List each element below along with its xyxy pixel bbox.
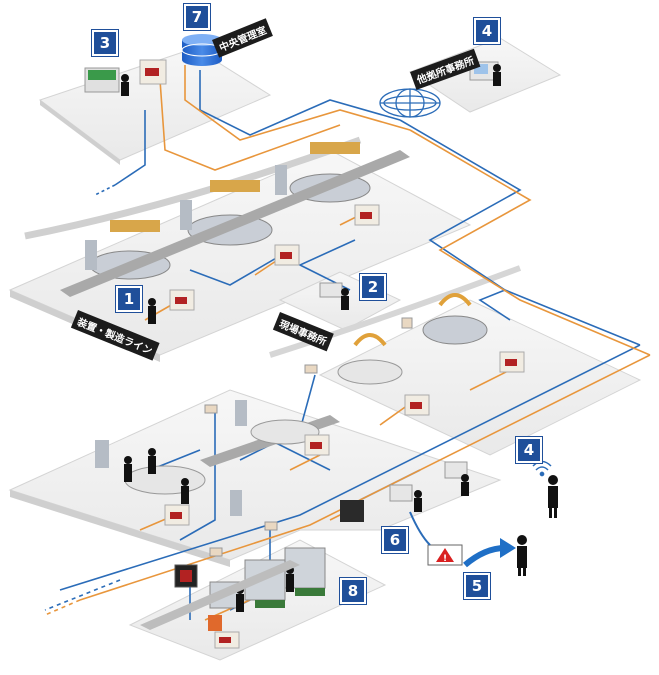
badge-other-office: 4 (474, 18, 500, 44)
lower-office-desks (389, 461, 469, 512)
badge-alert-notification: 5 (464, 573, 490, 599)
bottom-floor-equipment (140, 521, 326, 649)
alert-source-line (409, 511, 431, 546)
mobile-worker-4 (548, 475, 558, 518)
control-room-floor-edge (40, 100, 120, 165)
badge-central-room: 7 (184, 4, 210, 30)
upper-wall-curve (24, 136, 362, 240)
site-office-desk (319, 282, 349, 310)
wifi-icon (532, 460, 552, 477)
globe-icon (379, 88, 441, 118)
badge-assembly-line: 1 (116, 286, 142, 312)
lower-line-floor-edge (10, 490, 230, 567)
badge-control-room: 3 (92, 30, 118, 56)
middle-line-floor (318, 299, 642, 456)
badge-alert-source: 6 (382, 527, 408, 553)
badge-mobile-worker: 4 (516, 437, 542, 463)
arrow-right-icon (463, 545, 506, 568)
middle-line-equipment (337, 293, 525, 416)
upper-line-equipment (60, 142, 410, 297)
badge-bottom-floor: 8 (340, 578, 366, 604)
central-database (181, 34, 223, 66)
control-room-server (139, 59, 167, 85)
badge-site-office: 2 (360, 274, 386, 300)
warning-icon: ! (427, 544, 463, 566)
lower-line-equipment (95, 364, 364, 526)
upper-line-devices (148, 204, 380, 324)
svg-text:!: ! (443, 554, 447, 564)
middle-wall-curve (269, 265, 522, 358)
mobile-worker-5 (517, 535, 527, 576)
control-room-operator (84, 67, 129, 96)
arrow-head (500, 538, 516, 558)
